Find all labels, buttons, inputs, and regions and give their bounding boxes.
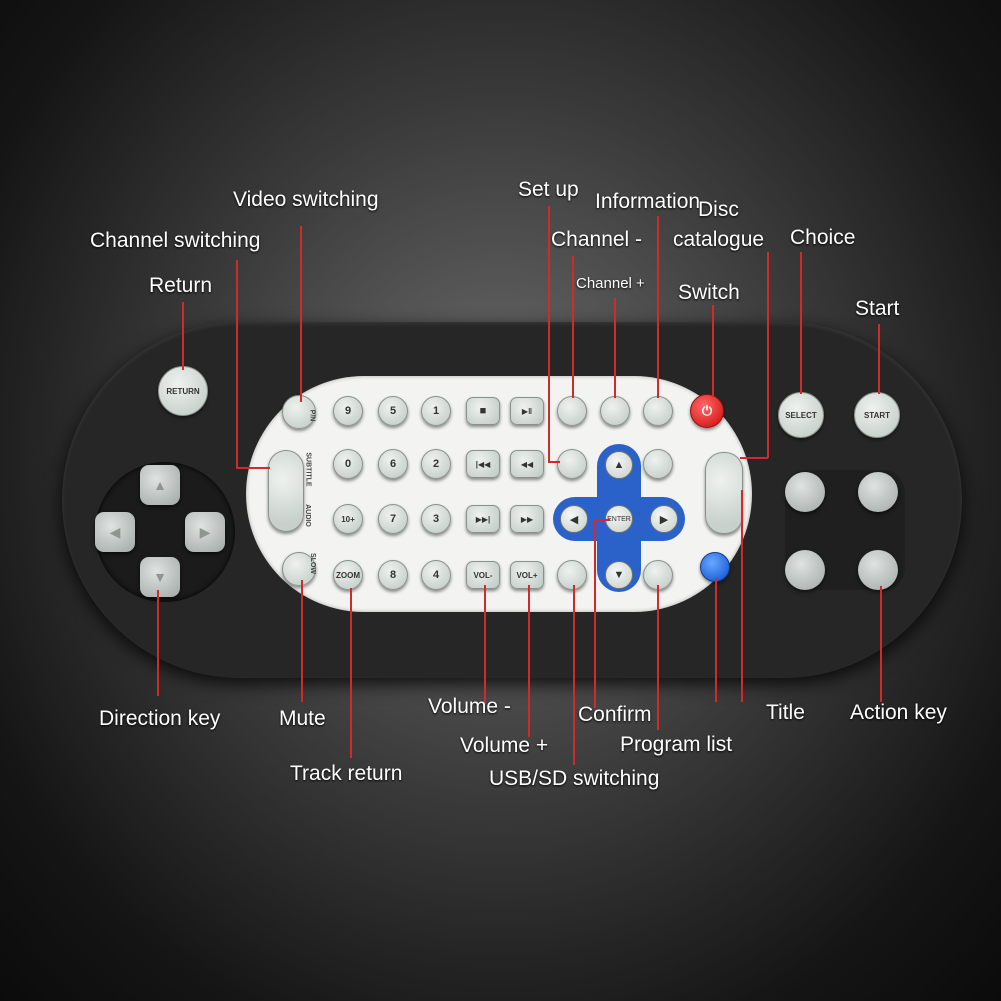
label-catalogue: catalogue [673,228,765,251]
leader-disc-catalogue-h [740,457,768,459]
leader-channel-switching [236,260,238,468]
nav-right-button[interactable]: ▶ [650,505,678,533]
p-n-label: P/N [308,409,316,422]
display-button[interactable] [643,396,673,426]
action-key-a[interactable] [785,472,825,512]
number-10-plus-button[interactable]: 10+ [333,504,363,534]
leader-video-switching [300,226,302,402]
leader-information [657,216,659,398]
power-button[interactable]: ⏻ [690,394,724,428]
number-7-button[interactable]: 7 [378,504,408,534]
leader-track-return [350,588,352,758]
label-video-switching: Video switching [233,188,379,211]
return-button[interactable]: RETURN [158,366,208,416]
leader-usb-sd [573,585,575,765]
volume-up-button[interactable]: VOL+ [510,561,544,589]
nav-left-button[interactable]: ◀ [560,505,588,533]
leader-program-list [657,585,659,730]
label-choice: Choice [790,226,856,249]
usb-sd-button[interactable] [557,560,587,590]
action-key-d[interactable] [858,550,898,590]
previous-button[interactable]: |◀◀ [466,450,500,478]
subtitle-label: SUBTITLE [304,452,312,487]
leader-confirm [594,520,596,708]
direction-up-key[interactable]: ▲ [140,465,180,505]
fast-forward-button[interactable]: ▶▶ [510,505,544,533]
label-channel-minus: Channel - [551,228,643,251]
leader-disc-catalogue [767,252,769,458]
number-5-button[interactable]: 5 [378,396,408,426]
leader-mute [301,580,303,702]
label-disc: Disc [698,198,739,221]
leader-volume-plus [528,585,530,737]
leader-channel-switching-h [236,467,270,469]
start-button[interactable]: START [854,392,900,438]
action-key-b[interactable] [858,472,898,512]
label-set-up: Set up [518,178,579,201]
direction-left-key[interactable]: ◀ [95,512,135,552]
slow-button[interactable] [282,552,316,586]
leader-switch [712,305,714,397]
leader-mute-blue [715,578,717,702]
leader-channel-plus [614,298,616,398]
subtitle-audio-button[interactable] [268,450,304,532]
nav-down-button[interactable]: ▼ [605,561,633,589]
label-channel-plus: Channel + [576,275,645,292]
direction-down-key[interactable]: ▼ [140,557,180,597]
number-4-button[interactable]: 4 [421,560,451,590]
repeat-button[interactable] [600,396,630,426]
select-button[interactable]: SELECT [778,392,824,438]
zoom-button[interactable]: ZOOM [333,560,363,590]
label-title: Title [766,701,805,724]
label-track-return: Track return [290,762,403,785]
play-pause-button[interactable]: ▶‖ [510,397,544,425]
label-volume-minus: Volume - [428,695,511,718]
label-confirm: Confirm [578,703,652,726]
leader-direction-key [157,590,159,696]
number-0-button[interactable]: 0 [333,449,363,479]
next-button[interactable]: ▶▶| [466,505,500,533]
leader-title [741,490,743,702]
mute-button[interactable] [700,552,730,582]
label-channel-switching: Channel switching [90,229,261,252]
label-start: Start [855,297,900,320]
number-1-button[interactable]: 1 [421,396,451,426]
p-n-button[interactable] [282,395,316,429]
leader-choice [800,252,802,394]
leader-channel-minus [572,256,574,398]
stop-button[interactable]: ■ [466,397,500,425]
label-volume-plus: Volume + [460,734,549,757]
leader-action-key [880,586,882,702]
label-action-key: Action key [850,701,947,724]
nav-up-button[interactable]: ▲ [605,451,633,479]
leader-set-up [548,206,550,462]
label-return: Return [149,274,213,297]
label-program-list: Program list [620,733,733,756]
label-mute: Mute [279,707,326,730]
ttt-menu-button[interactable] [643,449,673,479]
pbc-title-button[interactable] [705,452,743,534]
direction-right-key[interactable]: ▶ [185,512,225,552]
label-switch: Switch [678,281,740,304]
number-9-button[interactable]: 9 [333,396,363,426]
label-information: Information [595,190,701,213]
leader-set-up-h [548,461,560,463]
label-usb-sd-switching: USB/SD switching [489,767,660,790]
leader-return [182,302,184,370]
setup-button[interactable] [557,449,587,479]
volume-down-button[interactable]: VOL- [466,561,500,589]
number-2-button[interactable]: 2 [421,449,451,479]
slow-label: SLOW [309,553,316,574]
number-8-button[interactable]: 8 [378,560,408,590]
rewind-button[interactable]: ◀◀ [510,450,544,478]
angle-button[interactable] [557,396,587,426]
label-direction-key: Direction key [99,707,221,730]
leader-volume-minus [484,585,486,705]
audio-label: AUDIO [303,504,311,527]
number-6-button[interactable]: 6 [378,449,408,479]
number-3-button[interactable]: 3 [421,504,451,534]
leader-start [878,324,880,394]
leader-confirm-h [594,519,610,521]
action-key-c[interactable] [785,550,825,590]
